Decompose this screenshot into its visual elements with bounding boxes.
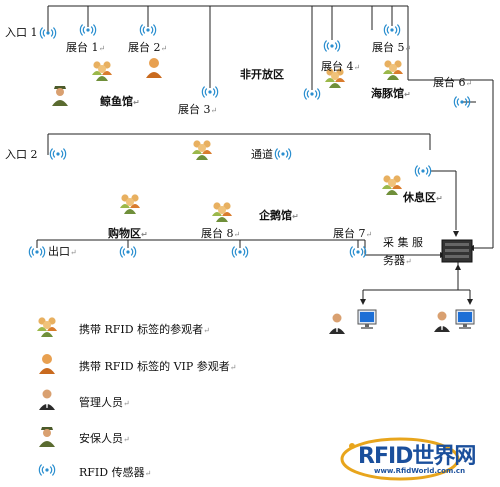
rfid-sensor-icon xyxy=(323,39,341,53)
arrow-to-computer-2 xyxy=(467,299,473,305)
label-penguin-hall: 企鹅馆↵ xyxy=(259,209,299,222)
server-icon xyxy=(441,239,473,263)
top-bus-line xyxy=(47,5,494,249)
rfid-sensor-icon xyxy=(49,148,67,160)
vip-visitor-icon xyxy=(146,58,162,78)
visitor-group-icon xyxy=(382,175,402,195)
label-rest-area: 休息区↵ xyxy=(403,191,443,204)
manager-icon xyxy=(329,313,345,334)
manager-icon xyxy=(434,311,450,332)
label-dolphin-hall: 海豚馆↵ xyxy=(371,87,411,100)
legend-item-guard: 安保人员↵ xyxy=(79,432,130,445)
legend-visitor-group-icon xyxy=(37,317,57,337)
rfid-sensor-icon xyxy=(414,165,432,177)
legend-item-visitor: 携带 RFID 标签的参观者↵ xyxy=(79,323,210,336)
legend-security-guard-icon xyxy=(39,427,55,447)
label-restricted-area: 非开放区 xyxy=(240,68,284,81)
visitor-group-icon xyxy=(383,60,403,80)
visitor-group-icon xyxy=(212,202,232,222)
logo-url-text: www.RfidWorld.com.cn xyxy=(374,467,466,475)
visitor-group-icon xyxy=(192,140,212,160)
label-passage: 通道 xyxy=(251,148,273,161)
rfid-sensor-icon xyxy=(119,246,137,258)
rfid-sensor-icon xyxy=(349,246,367,258)
rfid-sensor-icon xyxy=(201,85,219,99)
label-booth-8: 展台 8↵ xyxy=(201,227,241,240)
legend-item-sensor: RFID 传感器↵ xyxy=(79,466,152,479)
security-guard-icon xyxy=(52,86,68,106)
label-booth-6: 展台 6↵ xyxy=(433,76,473,89)
label-entrance-1: 入口 1 xyxy=(5,26,38,39)
arrow-to-server-2 xyxy=(453,231,459,237)
legend-item-manager: 管理人员↵ xyxy=(79,396,130,409)
label-server-line2: 务器↵ xyxy=(383,254,412,267)
label-shopping-area: 购物区↵ xyxy=(108,227,148,240)
label-exit: 出口↵ xyxy=(48,245,77,258)
bottom-bus-line xyxy=(36,239,440,256)
legend-item-vip: 携带 RFID 标签的 VIP 参观者↵ xyxy=(79,360,237,373)
logo-swoosh xyxy=(340,437,460,481)
label-entrance-2: 入口 2 xyxy=(5,148,38,161)
label-whale-hall: 鲸鱼馆↵ xyxy=(100,95,140,108)
visitor-group-icon xyxy=(120,194,140,214)
arrow-from-server xyxy=(455,264,461,270)
rfid-sensor-icon xyxy=(231,246,249,258)
computer-icon xyxy=(455,309,475,330)
rfid-sensor-icon xyxy=(303,87,321,101)
arrow-to-computer-1 xyxy=(360,299,366,305)
label-server-line1: 采 集 服 xyxy=(383,236,423,249)
computer-icon xyxy=(357,309,377,330)
server-link-line xyxy=(362,262,471,300)
rfid-sensor-icon xyxy=(274,148,292,160)
label-booth-5: 展台 5↵ xyxy=(372,41,412,54)
label-booth-4: 展台 4↵ xyxy=(321,60,361,73)
label-booth-2: 展台 2↵ xyxy=(128,41,168,54)
legend-vip-visitor-icon xyxy=(39,354,55,374)
legend-rfid-sensor-icon xyxy=(38,464,56,476)
label-booth-7: 展台 7↵ xyxy=(333,227,373,240)
label-booth-3: 展台 3↵ xyxy=(178,103,218,116)
rfid-sensor-icon xyxy=(28,246,46,258)
rfid-world-logo: RFID世界网 www.RfidWorld.com.cn xyxy=(340,434,495,484)
label-booth-1: 展台 1↵ xyxy=(66,41,106,54)
legend-manager-icon xyxy=(39,389,55,410)
visitor-group-icon xyxy=(92,61,112,81)
middle-bus-line xyxy=(47,133,457,230)
rfid-sensor-icon xyxy=(383,24,401,37)
logo-brand-text: RFID世界网 xyxy=(358,444,476,469)
